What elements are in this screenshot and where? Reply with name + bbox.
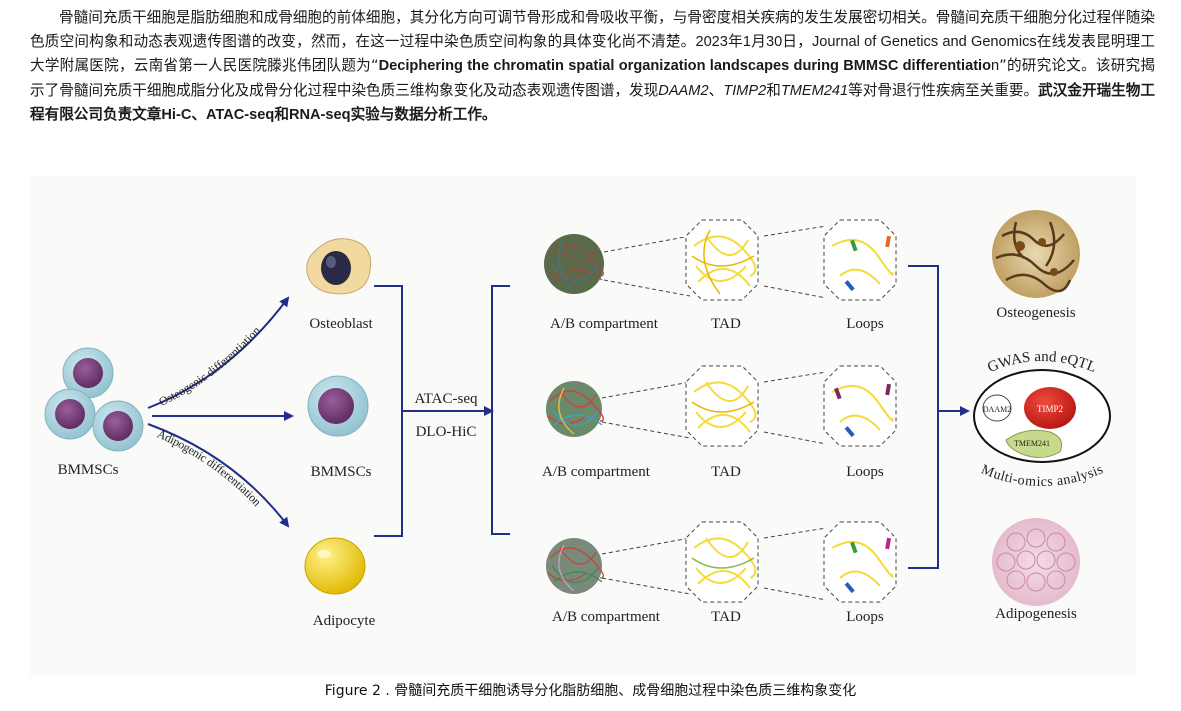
label-timp2: TIMP2 [1037,404,1063,414]
zoom-line-row1a [603,235,691,253]
label-atac-seq: ATAC-seq [415,391,478,407]
publication-date: 2023年1月30日， [695,33,812,50]
label-dlo-hic: DLO-HiC [416,424,477,440]
bmmsc-cluster [44,347,144,452]
sentence-findings: 的研究论文。该研究揭示了骨髓间充质干细胞成脂分化及成骨分化过程中染色质三维构象变… [30,57,1155,99]
label-osteoblast: Osteoblast [309,316,373,332]
chromatin-globule-row2 [546,381,604,437]
label-osteogenesis: Osteogenesis [996,305,1075,321]
paper-title-end: n [991,58,1000,75]
label-adipocyte: Adipocyte [313,613,376,629]
label-tad-3: TAD [711,609,741,625]
bracket-chromatin [491,285,510,535]
multiomics-ellipse [973,369,1111,463]
article-paragraph: 骨髓间充质干细胞是脂肪细胞和成骨细胞的前体细胞，其分化方向可调节骨形成和骨吸收平… [30,6,1155,128]
loop-octagon-row2 [823,365,897,447]
zoom-line-row3b [601,577,691,595]
method-hic-atac: Hi-C、ATAC-seq [161,107,275,124]
arrow-osteogenic [147,296,290,409]
separator: 、 [708,81,724,99]
conjunction: 和 [766,81,781,99]
label-osteogenic: Osteogenic differentiation [157,324,264,409]
zoom-line-row1c [763,225,827,237]
label-ab-compartment-1: A/B compartment [550,316,659,332]
journal-name: Journal of Genetics and Genomics [812,33,1037,50]
chromatin-globule-row3 [546,538,604,594]
label-tmem241: TMEM241 [1014,439,1050,448]
loop-octagon-row3 [823,521,897,603]
zoom-line-row3c [763,527,827,539]
osteoblast-cell [306,238,372,295]
tad-octagon-row3 [685,521,759,603]
label-adipogenesis: Adipogenesis [995,606,1077,622]
bmmsc-cell-middle [307,375,369,437]
method-rnaseq: RNA-seq [288,107,351,124]
label-bmmscs-left: BMMSCs [58,462,119,478]
zoom-line-row2b [601,421,691,439]
zoom-line-row2c [763,371,827,383]
gene-daam2: DAAM2 [658,82,709,99]
gene-timp2: TIMP2 [723,82,767,99]
company-statement-end: 实验与数据分析工作。 [350,106,497,124]
label-ab-compartment-2: A/B compartment [542,464,651,480]
label-bmmscs-middle: BMMSCs [311,464,372,480]
label-loops-3: Loops [846,609,884,625]
bracket-cells [374,285,403,537]
company-statement: 武汉金开瑞生物工程有限公司负责文章 [30,81,1155,124]
label-multi-omics: Multi-omics analysis [979,462,1105,490]
arrow-adipogenic [147,423,290,528]
chromatin-globule-row1 [544,234,604,294]
label-adipogenic: Adipogenic differentiation [155,427,264,509]
quote-open: “ [371,57,379,75]
zoom-line-row3d [763,587,827,601]
gene-tmem241: TMEM241 [780,82,849,99]
zoom-line-row1b [603,279,691,297]
zoom-line-row1d [763,285,827,299]
label-ab-compartment-3: A/B compartment [552,609,661,625]
bracket-results [908,265,939,569]
tad-octagon-row2 [685,365,759,447]
osteogenesis-image [992,210,1080,298]
label-daam2: DAAM2 [983,405,1011,414]
label-tad-2: TAD [711,464,741,480]
adipocyte-cell [304,537,366,595]
tad-octagon-row1 [685,219,759,301]
conjunction-bold: 和 [274,106,289,124]
paper-title: Deciphering the chromatin spatial organi… [378,58,992,75]
label-loops-2: Loops [846,464,884,480]
figure-caption: Figure 2 . 骨髓间充质干细胞诱导分化脂肪细胞、成骨细胞过程中染色质三维… [324,683,857,699]
adipogenesis-image [992,518,1080,606]
loop-octagon-row1 [823,219,897,301]
sentence-publication: 在线发表昆明理工大学附属医院，云南省第一人民医院滕兆伟团队题为 [30,32,1155,75]
zoom-line-row2d [763,431,827,445]
zoom-line-row2a [601,381,691,399]
label-tad-1: TAD [711,316,741,332]
article-text: 骨髓间充质干细胞是脂肪细胞和成骨细胞的前体细胞，其分化方向可调节骨形成和骨吸收平… [30,6,1155,128]
sentence-importance: 等对骨退行性疾病至关重要。 [848,81,1039,99]
quote-close: ” [999,57,1007,75]
zoom-line-row3a [601,537,691,555]
figure-diagram: BMMSCs Osteogenic differentiation Adipog… [30,176,1136,676]
sentence-intro: 骨髓间充质干细胞是脂肪细胞和成骨细胞的前体细胞，其分化方向可调节骨形成和骨吸收平… [30,9,1155,50]
label-loops-1: Loops [846,316,884,332]
